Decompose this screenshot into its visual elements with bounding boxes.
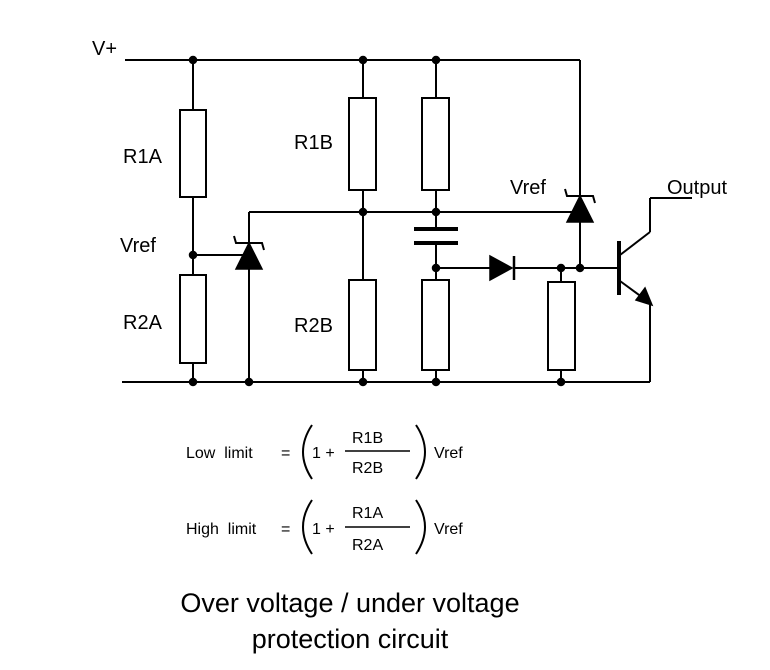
equation-high-limit: High limit = 1 + R1A R2A Vref (186, 499, 463, 555)
equation-low-limit: Low limit = 1 + R1B R2B Vref (186, 424, 463, 480)
paren-right (415, 499, 426, 555)
junction-dot (431, 55, 441, 65)
junction-dot (188, 377, 198, 387)
resistor-base (547, 281, 576, 371)
npn-transistor (617, 241, 654, 307)
equation-high-name: High limit (186, 521, 257, 538)
junction-dot (431, 377, 441, 387)
equation-low-equals: = (281, 445, 290, 462)
junction-dot (244, 377, 254, 387)
diode-triangle (489, 254, 514, 282)
diagram-caption: Over voltage / under voltage protection … (180, 588, 519, 654)
shunt-regulator-triangle (565, 194, 595, 223)
equation-low-name: Low limit (186, 445, 253, 462)
label-vref-left: Vref (120, 235, 156, 257)
label-r2a: R2A (123, 312, 163, 334)
resistors (179, 97, 576, 371)
capacitor (414, 227, 458, 245)
junction-dot (188, 250, 198, 260)
label-supply: V+ (92, 38, 117, 60)
equation-high-factor: Vref (434, 521, 463, 538)
shunt-regulator-right (564, 188, 596, 223)
resistor-r1b (348, 97, 377, 191)
junction-dot (431, 207, 441, 217)
shunt-regulator-bar (564, 188, 596, 204)
equation-low-denominator: R2B (352, 460, 383, 477)
shunt-regulator-triangle (234, 241, 264, 270)
label-vref-right: Vref (510, 177, 546, 199)
shunt-regulator-bar (233, 235, 265, 251)
label-r1a: R1A (123, 146, 163, 168)
diode (489, 254, 516, 282)
equation-low-one-plus: 1 + (312, 445, 335, 462)
transistor-emitter-arrow (634, 286, 654, 307)
junction-dot (556, 377, 566, 387)
junction-dot (358, 55, 368, 65)
junction-dot (358, 207, 368, 217)
junction-dot (431, 263, 441, 273)
caption-line-1: Over voltage / under voltage (180, 588, 519, 618)
resistor-upper (421, 97, 450, 191)
equation-high-equals: = (281, 521, 290, 538)
wires (122, 59, 692, 383)
shunt-regulator-left (233, 235, 265, 270)
label-output: Output (667, 177, 727, 199)
component-labels: V+ R1A Vref R2A R1B R2B Vref Output (92, 38, 727, 337)
equation-low-numerator: R1B (352, 430, 383, 447)
transistor-collector (619, 231, 651, 256)
resistor-r2a (179, 274, 207, 364)
junction-dot (556, 263, 566, 273)
junction-dot (575, 263, 585, 273)
resistor-lower (421, 279, 450, 371)
label-r1b: R1B (294, 132, 333, 154)
paren-right (415, 424, 426, 480)
equation-high-one-plus: 1 + (312, 521, 335, 538)
equation-high-numerator: R1A (352, 505, 383, 522)
resistor-r2b (348, 279, 377, 371)
label-r2b: R2B (294, 315, 333, 337)
junction-dots (188, 55, 585, 387)
junction-dot (188, 55, 198, 65)
junction-dot (358, 377, 368, 387)
equation-low-factor: Vref (434, 445, 463, 462)
paren-left (302, 424, 313, 480)
caption-line-2: protection circuit (252, 624, 449, 654)
resistor-r1a (179, 109, 207, 198)
paren-left (302, 499, 313, 555)
equation-high-denominator: R2A (352, 537, 383, 554)
